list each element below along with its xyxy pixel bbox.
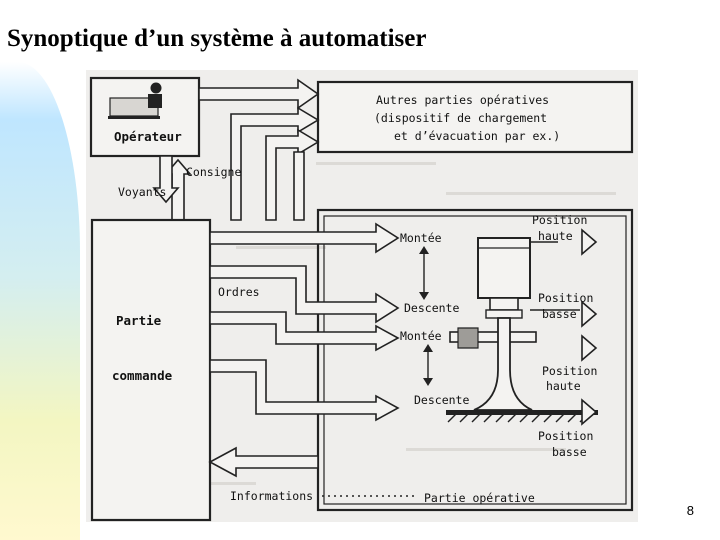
montee-2-label: Montée — [400, 329, 442, 343]
position-basse-2-line-1: Position — [538, 429, 593, 443]
voyants-label: Voyants — [118, 185, 166, 199]
operative-part-label: Partie opérative — [424, 491, 535, 505]
slide-title: Synoptique d’un système à automatiser — [7, 25, 427, 52]
position-haute-2-line-2: haute — [546, 379, 581, 393]
descente-1-label: Descente — [404, 301, 459, 315]
motion-2-double-arrow — [423, 344, 433, 386]
position-haute-1-line-2: haute — [538, 229, 573, 243]
order-arrow-montee-2 — [209, 311, 400, 352]
other-parts-line-2: (dispositif de chargement — [374, 111, 547, 125]
other-parts-line-1: Autres parties opératives — [376, 93, 549, 107]
position-sensor-basse-2 — [581, 398, 598, 426]
command-label-line-2: commande — [112, 368, 173, 383]
position-sensor-basse-1 — [530, 300, 598, 328]
system-synoptic-figure: Opérateur Autres parties opératives (dis… — [86, 70, 638, 522]
arrow-operator-to-other-parts — [198, 78, 320, 110]
descente-2-label: Descente — [414, 393, 469, 407]
position-sensor-haute-2 — [581, 334, 598, 362]
position-basse-1-line-1: Position — [538, 291, 593, 305]
order-arrow-montee-1 — [209, 222, 400, 254]
operative-part-inner-frame — [323, 215, 627, 505]
command-label-line-1: Partie — [116, 313, 162, 328]
position-basse-2-line-2: basse — [552, 445, 587, 459]
position-haute-2-line-1: Position — [542, 364, 597, 378]
motion-1-double-arrow — [419, 246, 429, 300]
command-part-box — [90, 218, 212, 522]
decorative-sidebar — [0, 62, 80, 540]
information-label: Informations — [230, 489, 313, 503]
arrow-command-to-other-parts — [230, 106, 320, 221]
ground-hatching — [447, 413, 589, 423]
information-arrow — [208, 446, 319, 478]
montee-1-label: Montée — [400, 231, 442, 245]
operative-part-frame — [316, 208, 634, 512]
link-other-parts-to-operative — [293, 151, 305, 221]
orders-label: Ordres — [218, 285, 260, 299]
arrow-other-parts-return — [265, 128, 320, 221]
other-operative-parts-box — [316, 80, 634, 154]
operator-label: Opérateur — [114, 129, 182, 144]
position-sensor-haute-1 — [530, 228, 598, 256]
order-arrow-descente-1 — [209, 265, 400, 324]
operator-figure-icon — [108, 82, 162, 119]
position-basse-1-line-2: basse — [542, 307, 577, 321]
page-number: 8 — [686, 503, 694, 518]
cylinder-mechanism — [446, 237, 598, 415]
order-arrow-descente-2 — [209, 359, 400, 422]
position-haute-1-line-1: Position — [532, 213, 587, 227]
consigne-label: Consigne — [186, 165, 241, 179]
arrow-voyants — [152, 155, 180, 204]
other-parts-line-3: et d’évacuation par ex.) — [394, 129, 560, 143]
